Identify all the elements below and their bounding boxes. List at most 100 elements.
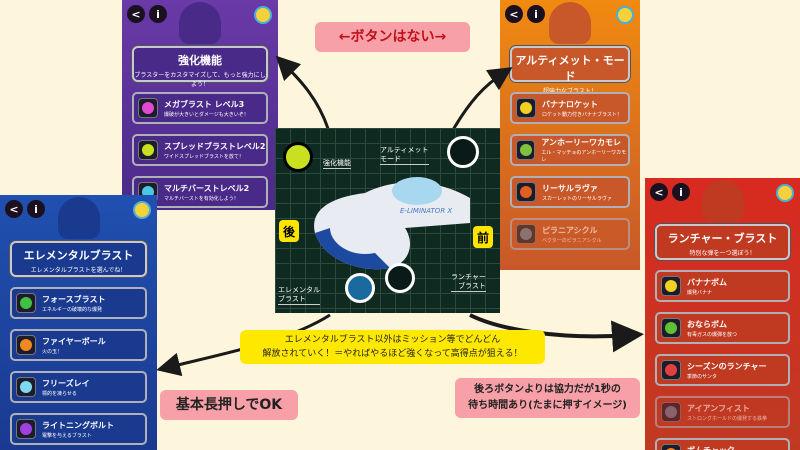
list-item[interactable]: フォースブラスト エネルギーの破壊的な爆発 xyxy=(10,287,147,319)
item-desc: 爆破が大きいとダメージも大きいぞ！ xyxy=(164,111,249,118)
item-name: アイアンフィスト xyxy=(687,403,750,413)
blast-icon xyxy=(661,444,681,450)
character-image xyxy=(549,2,591,44)
list-item[interactable]: リーサルラヴァ スカーレットのリーサルラヴァ xyxy=(510,176,630,208)
list-item[interactable]: アンホーリーワカモレ エル・マッチョのアンホーリーワカモレ xyxy=(510,134,630,166)
list-item[interactable]: ファイヤーボール 火の玉！ xyxy=(10,329,147,361)
front-button-label: 前 xyxy=(473,226,493,248)
avatar[interactable] xyxy=(616,6,634,24)
blast-icon xyxy=(16,377,36,397)
character-image xyxy=(179,2,221,44)
item-name: マルチバーストレベル2 xyxy=(164,183,250,193)
list-item[interactable]: バナナボム 爆発バナナ xyxy=(655,270,790,302)
blast-icon xyxy=(16,335,36,355)
item-desc: エル・マッチョのアンホーリーワカモレ xyxy=(541,150,627,163)
info-button[interactable]: i xyxy=(149,5,167,23)
label-ultimate: アルティメット モード xyxy=(380,146,429,165)
item-desc: 有毒ガスの爆弾を放つ xyxy=(687,331,738,338)
ultimate-icon[interactable] xyxy=(447,136,479,168)
panel-subtitle: 特別な弾を一つ選ぼう！ xyxy=(689,250,756,257)
panel-title: 強化機能 xyxy=(178,54,222,67)
back-button[interactable]: < xyxy=(5,200,23,218)
enhance-panel: < i 強化機能 ブラスターをカスタマイズして、もっと強力にしよう！ メガブラス… xyxy=(122,0,278,210)
item-name: メガブラスト レベル3 xyxy=(164,99,245,109)
label-elemental: エレメンタル ブラスト xyxy=(278,286,320,305)
blaster-diagram: 強化機能 アルティメット モード E-LIMINATOR X 後 前 エレメンタ… xyxy=(275,128,500,313)
blast-icon xyxy=(516,224,536,244)
list-item[interactable]: おならボム 有毒ガスの爆弾を放つ xyxy=(655,312,790,344)
blast-icon xyxy=(138,98,158,118)
item-desc: 火の玉！ xyxy=(42,348,63,355)
panel-header: エレメンタルブラスト エレメンタルブラストを選んでね！ xyxy=(10,241,147,277)
item-name: リーサルラヴァ xyxy=(542,183,598,193)
item-desc: マルチバーストを有効化しよう！ xyxy=(164,195,239,202)
item-name: ボムチャック xyxy=(687,445,735,450)
item-desc: 標的を凍らせる xyxy=(42,390,77,397)
list-item[interactable]: ライトニングボルト 電撃を与えるブラスト xyxy=(10,413,147,445)
item-desc: エネルギーの破壊的な爆発 xyxy=(42,306,103,313)
item-name: バナナボム xyxy=(687,277,727,287)
elemental-icon[interactable] xyxy=(345,273,375,303)
panel-header: ランチャー・ブラスト 特別な弾を一つ選ぼう！ xyxy=(655,224,790,260)
list-item[interactable]: バナナロケット ロケット動力付きバナナブラスト！ xyxy=(510,92,630,124)
item-desc: 電撃を与えるブラスト xyxy=(42,432,92,439)
back-button[interactable]: < xyxy=(505,5,523,23)
back-button[interactable]: < xyxy=(127,5,145,23)
item-desc: 季節のサンタ xyxy=(687,373,718,380)
list-item[interactable]: メガブラスト レベル3 爆破が大きいとダメージも大きいぞ！ xyxy=(132,92,268,124)
item-desc: ロケット動力付きバナナブラスト！ xyxy=(542,111,622,118)
label-launcher: ランチャー ブラスト xyxy=(451,273,486,292)
blast-icon xyxy=(516,182,536,202)
blast-icon xyxy=(661,402,681,422)
item-name: ライトニングボルト xyxy=(42,420,114,430)
item-name: バナナロケット xyxy=(542,99,598,109)
item-desc: ベクターのピラニアシクル xyxy=(542,237,602,244)
info-button[interactable]: i xyxy=(527,5,545,23)
back-button[interactable]: < xyxy=(650,183,668,201)
arrow-to-ultimate xyxy=(448,67,513,136)
blast-icon xyxy=(516,140,536,160)
item-name: ファイヤーボール xyxy=(42,336,106,346)
list-item[interactable]: スプレッドブラストレベル2 ワイドスプレッドブラストを放て！ xyxy=(132,134,268,166)
item-name: ピラニアシクル xyxy=(542,225,598,235)
panel-header: 強化機能 ブラスターをカスタマイズして、もっと強力にしよう！ xyxy=(132,46,268,88)
panel-title: エレメンタルブラスト xyxy=(23,249,134,262)
panel-title: ランチャー・ブラスト xyxy=(667,232,778,245)
no-button-note: ←ボタンはない→ xyxy=(315,22,470,52)
character-image xyxy=(701,180,744,222)
item-name: フォースブラスト xyxy=(42,294,106,304)
blast-icon xyxy=(661,360,681,380)
list-item[interactable]: フリーズレイ 標的を凍らせる xyxy=(10,371,147,403)
avatar[interactable] xyxy=(254,6,272,24)
label-enhance: 強化機能 xyxy=(323,159,351,169)
item-name: アンホーリーワカモレ xyxy=(541,138,622,147)
list-item[interactable]: シーズンのランチャー 季節のサンタ xyxy=(655,354,790,386)
item-desc: 爆発バナナ xyxy=(687,289,713,296)
item-name: おならボム xyxy=(687,319,727,329)
item-desc: ストロングホールドの爆発する鉄拳 xyxy=(687,415,768,422)
front-info-note: 後ろボタンよりは協力だが1秒の 待ち時間あり(たまに押すイメージ) xyxy=(455,378,640,418)
item-name: スプレッドブラストレベル2 xyxy=(164,141,266,151)
blaster-name: E-LIMINATOR X xyxy=(400,207,452,215)
info-button[interactable]: i xyxy=(672,183,690,201)
rear-button-label: 後 xyxy=(279,220,299,242)
item-desc: スカーレットのリーサルラヴァ xyxy=(542,195,612,202)
launcher-icon[interactable] xyxy=(385,263,415,293)
avatar[interactable] xyxy=(133,201,151,219)
list-item[interactable]: ボムチャック TNTの爆発するヌンチャク xyxy=(655,438,790,450)
blast-icon xyxy=(16,293,36,313)
panel-header: アルティメット・モード 超強力なブラスト！ xyxy=(510,46,630,95)
avatar[interactable] xyxy=(776,184,794,202)
blaster-image: E-LIMINATOR X xyxy=(314,177,470,270)
arrow-to-enhance xyxy=(275,55,332,136)
info-button[interactable]: i xyxy=(27,200,45,218)
ultimate-panel: < i アルティメット・モード 超強力なブラスト！ バナナロケット ロケット動力… xyxy=(500,0,640,270)
character-image xyxy=(57,197,100,239)
list-item[interactable]: ピラニアシクル ベクターのピラニアシクル xyxy=(510,218,630,250)
blast-icon xyxy=(661,318,681,338)
item-name: フリーズレイ xyxy=(42,378,90,388)
panel-subtitle: エレメンタルブラストを選んでね！ xyxy=(30,267,127,274)
enhance-icon[interactable] xyxy=(283,142,313,172)
blast-icon xyxy=(16,419,36,439)
list-item[interactable]: アイアンフィスト ストロングホールドの爆発する鉄拳 xyxy=(655,396,790,428)
